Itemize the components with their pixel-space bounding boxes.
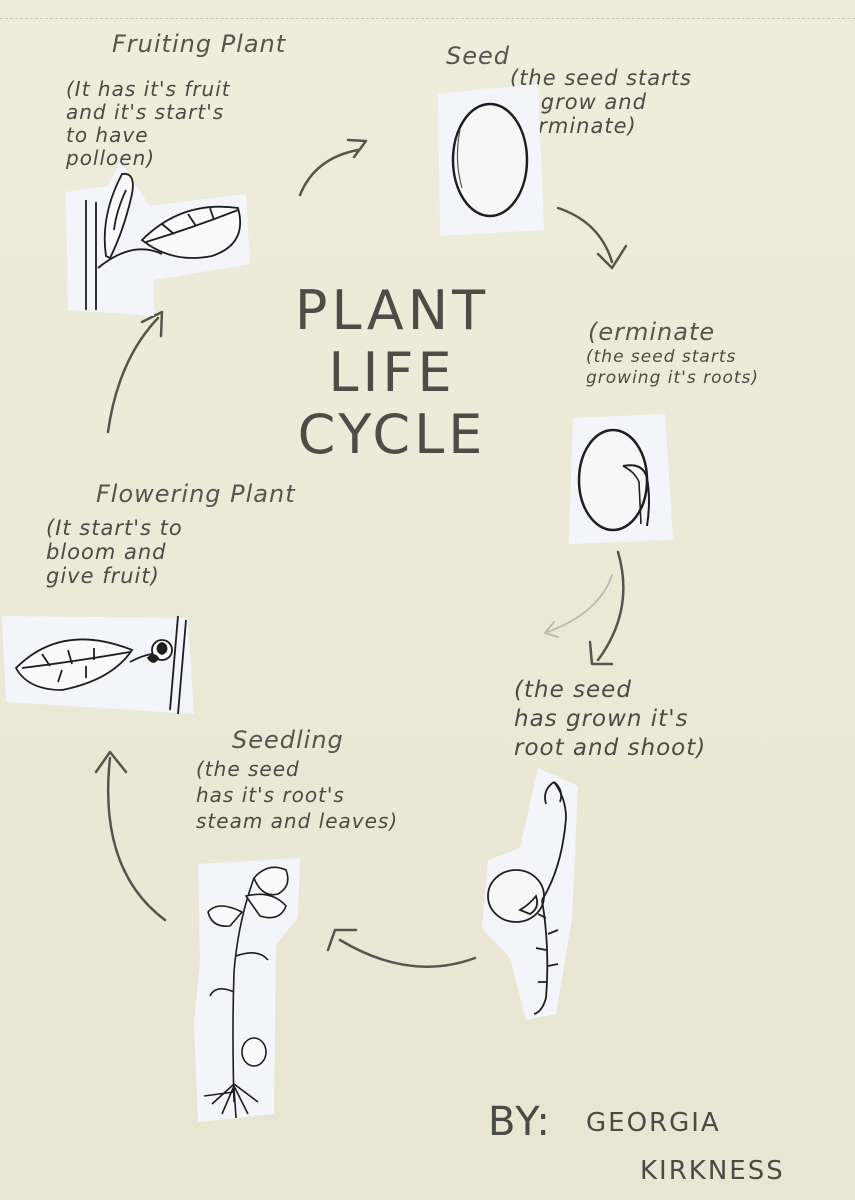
arrow-seed-to-germinate <box>556 206 628 270</box>
stage-flowering-heading: Flowering Plant <box>96 480 296 508</box>
stage-fruiting-note: (It has it's fruit and it's start's to h… <box>66 77 231 170</box>
arrow-flowering-to-fruiting <box>106 310 164 434</box>
germinating-seed-icon <box>577 428 649 532</box>
fruiting-cutout <box>62 160 254 320</box>
germinate-cutout <box>565 412 675 548</box>
seedling-cutout <box>188 852 308 1124</box>
title-line-plant: PLANT <box>294 279 490 342</box>
stage-seedling-note: (the seed has it's root's steam and leav… <box>196 757 399 833</box>
sprouting-seed-icon <box>487 781 567 1015</box>
stage-seedling-heading: Seedling <box>232 726 344 754</box>
stage-root-shoot-note: (the seed has grown it's root and shoot) <box>514 677 707 761</box>
arrow-root-shoot-to-seedling <box>326 928 477 968</box>
paper-edge-line <box>0 18 855 19</box>
stage-germinate-heading: (erminate <box>588 318 716 346</box>
byline-last-name: KIRKNESS <box>640 1156 785 1186</box>
stage-flowering-note: (It start's to bloom and give fruit) <box>46 516 183 588</box>
arrow-seedling-to-flowering <box>94 750 167 922</box>
bean-pod-icon <box>103 172 134 260</box>
byline-first-name: GEORGIA <box>586 1108 721 1138</box>
seedling-icon <box>203 866 289 1119</box>
title-line-life: LIFE <box>328 341 456 404</box>
arrow-fruiting-to-seed <box>298 138 368 197</box>
seed-cutout <box>430 80 548 238</box>
stage-germinate-note: (the seed starts growing it's roots) <box>586 347 760 388</box>
stage-fruiting-heading: Fruiting Plant <box>112 30 287 58</box>
title-line-cycle: CYCLE <box>297 403 487 466</box>
flowering-plant-icon <box>14 615 187 715</box>
stage-seed-heading: Seed <box>446 42 510 70</box>
fruiting-plant-icon <box>85 172 242 310</box>
radicle-icon <box>622 464 650 527</box>
arrow-germinate-to-root-shoot <box>544 550 625 666</box>
byline-by: BY: <box>488 1099 552 1145</box>
flowering-cutout <box>2 610 196 722</box>
poster-title: PLANT LIFE CYCLE <box>292 280 492 466</box>
root-shoot-cutout <box>480 768 580 1020</box>
seed-icon <box>451 102 529 218</box>
